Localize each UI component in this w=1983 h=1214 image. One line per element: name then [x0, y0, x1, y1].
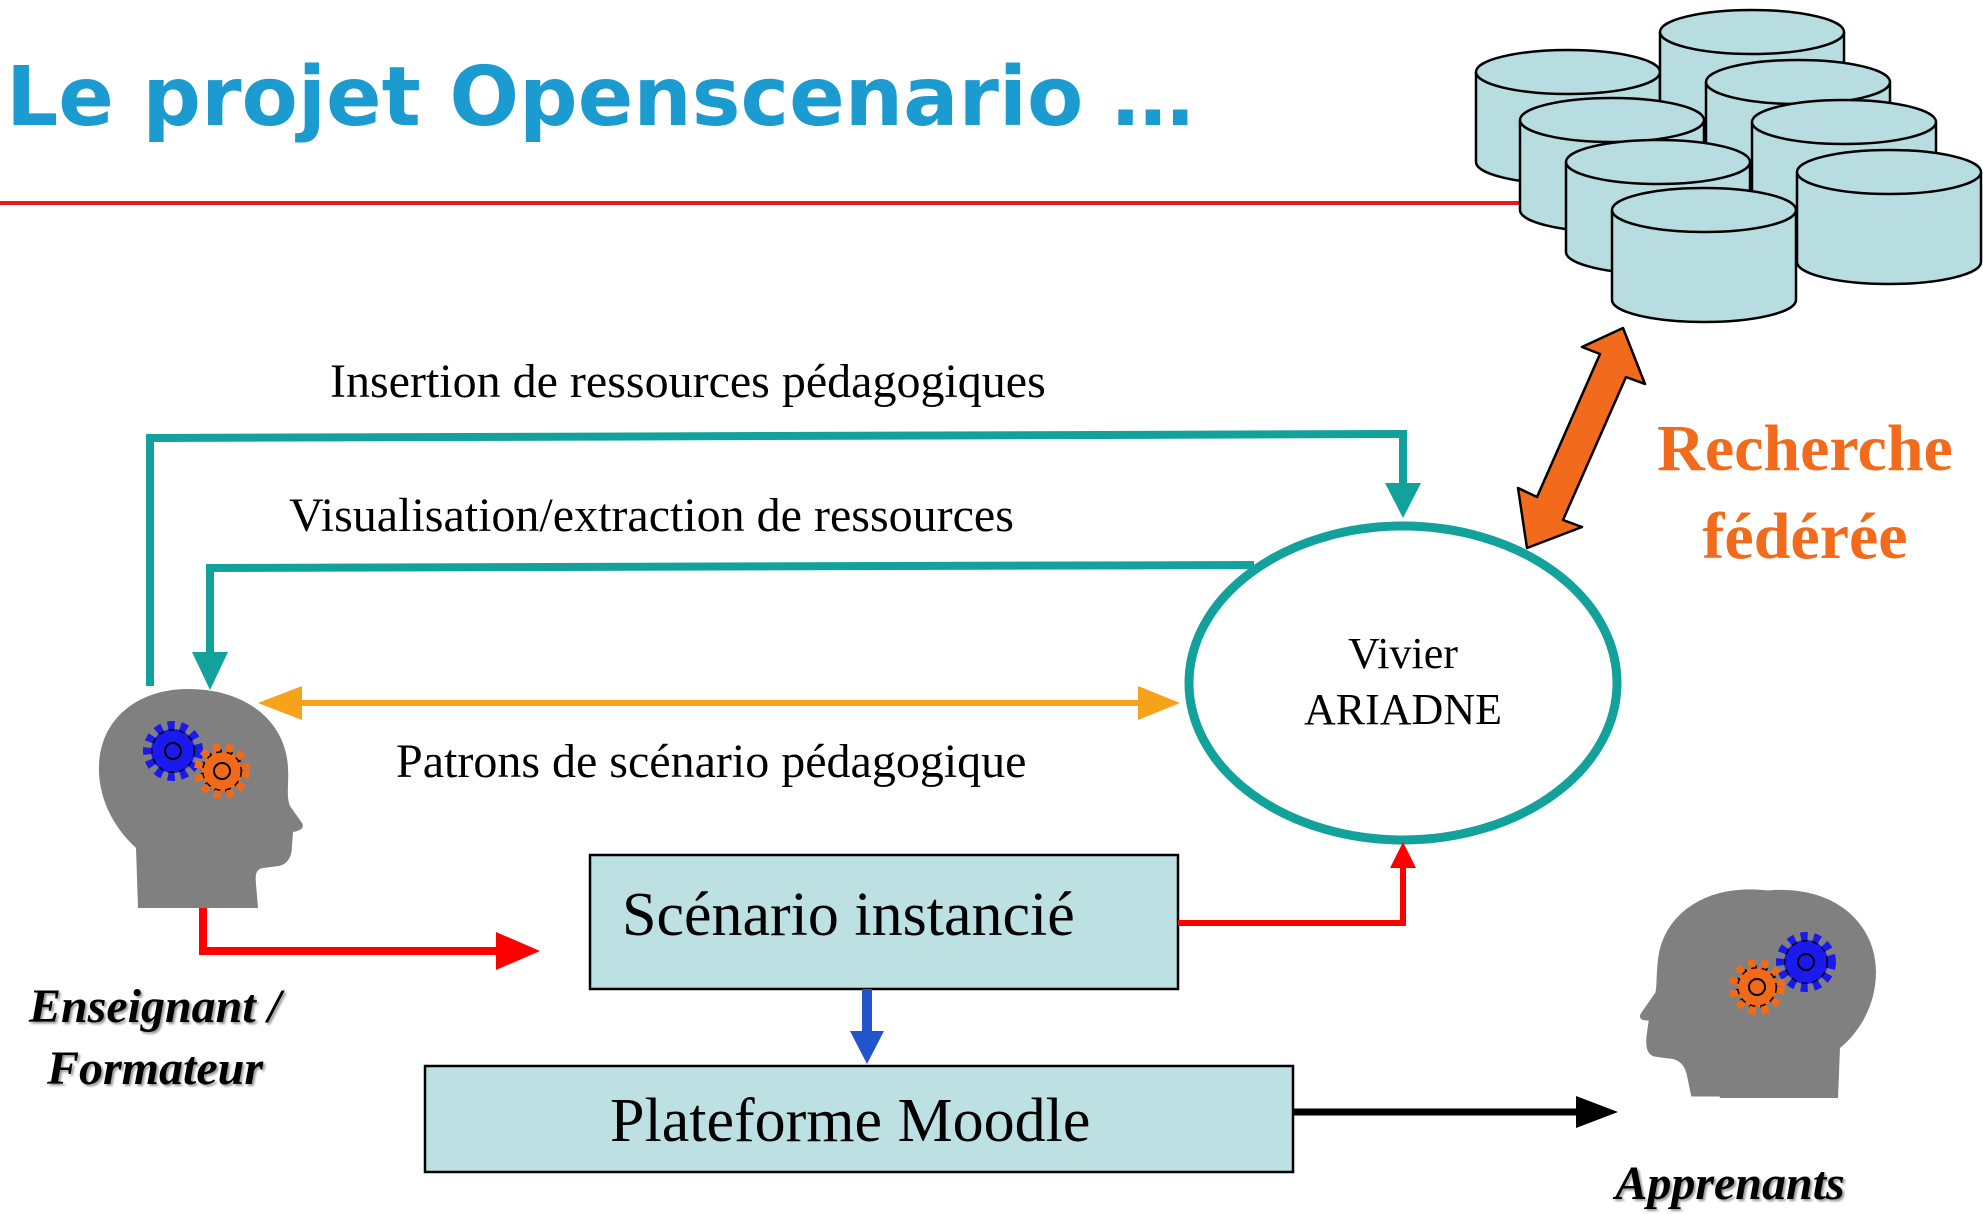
database-icon	[1795, 148, 1983, 286]
federated-search-label: Recherche fédérée	[1620, 405, 1983, 581]
hub-label: Vivier ARIADNE	[1253, 626, 1553, 738]
gear-icon	[194, 743, 250, 799]
scenario-to-hub-arrow	[1178, 866, 1406, 926]
scenario-to-hub-arrowhead	[1390, 842, 1416, 868]
gear-icon	[143, 721, 203, 781]
patrons-label: Patrons de scénario pédagogique	[396, 735, 1027, 788]
teacher-role-label: Enseignant / Formateur	[0, 976, 310, 1100]
visualisation-arrow	[206, 561, 1255, 655]
teacher-role-line2: Formateur	[46, 1042, 264, 1095]
moodle-box	[423, 1064, 1295, 1174]
gear-icon	[1729, 959, 1785, 1015]
moodle-box-label: Plateforme Moodle	[610, 1087, 1091, 1155]
moodle-to-learners-arrowhead	[1576, 1096, 1618, 1128]
insertion-label: Insertion de ressources pédagogiques	[330, 355, 1046, 408]
gear-icon	[1776, 932, 1836, 992]
insertion-arrowhead	[1385, 483, 1421, 518]
insertion-arrow	[146, 429, 1407, 686]
teacher-to-scenario-arrow	[199, 908, 500, 955]
visualisation-arrowhead	[192, 652, 228, 690]
hub-label-line2: ARIADNE	[1304, 685, 1502, 734]
vivier-ariadne-hub	[1184, 521, 1622, 845]
scenario-to-moodle-arrowhead	[850, 1031, 884, 1064]
federated-search-line1: Recherche	[1657, 412, 1953, 485]
teacher-role-line1: Enseignant /	[28, 980, 282, 1033]
patrons-arrowhead-right	[1138, 686, 1180, 720]
learners-head-icon	[1636, 886, 1876, 1100]
page-title: Le projet Openscenario …	[6, 50, 1194, 145]
patrons-arrowhead-left	[258, 686, 302, 720]
visualisation-label: Visualisation/extraction de ressources	[289, 489, 1014, 542]
teacher-to-scenario-arrowhead	[496, 932, 540, 970]
database-cluster-icon	[1474, 8, 1983, 324]
scenario-to-moodle-arrow	[862, 989, 872, 1033]
federated-search-line2: fédérée	[1702, 500, 1908, 573]
hub-label-line1: Vivier	[1348, 629, 1458, 678]
learners-role-label: Apprenants	[1615, 1157, 1845, 1210]
database-icon	[1610, 186, 1798, 324]
federated-search-arrow	[1516, 326, 1647, 550]
scenario-box-label: Scénario instancié	[622, 881, 1075, 949]
teacher-head-icon	[98, 688, 303, 908]
scenario-box	[588, 853, 1180, 991]
